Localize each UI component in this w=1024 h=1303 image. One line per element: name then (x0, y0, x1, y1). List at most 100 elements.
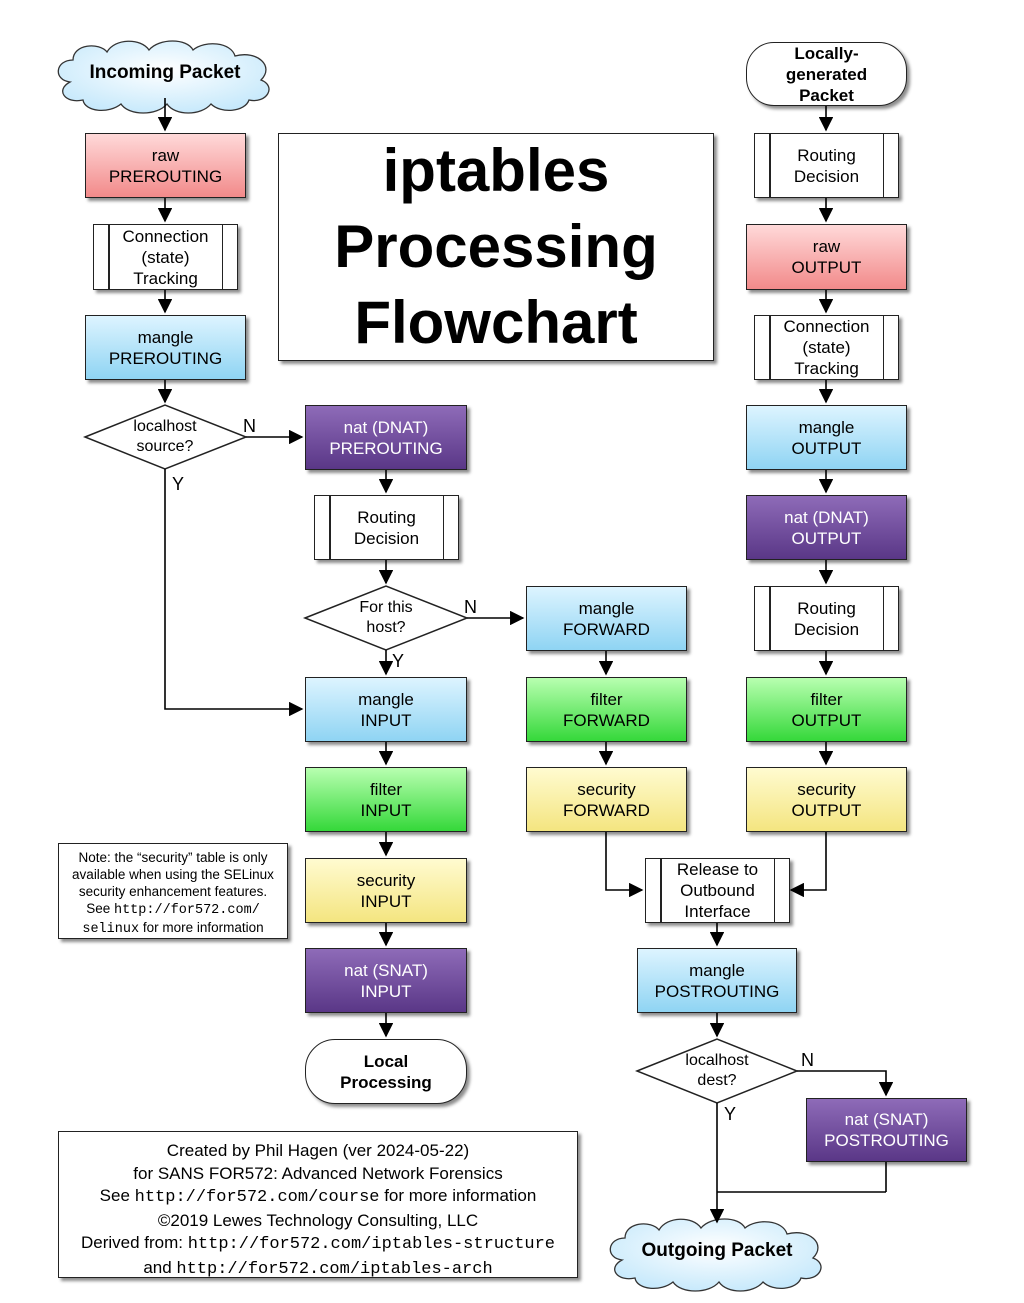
edge-label-n: N (464, 597, 477, 617)
node-line: nat (DNAT) (784, 507, 869, 527)
locally-generated-packet-node: Locally- generated Packet (746, 42, 907, 106)
routing-decision-node-middle: Routing Decision (314, 495, 459, 560)
structure-url-link[interactable]: http://for572.com/iptables-structure (187, 1235, 555, 1254)
mangle-prerouting-node: mangle PREROUTING (85, 315, 246, 380)
title-box: iptables Processing Flowchart (278, 133, 714, 361)
localhost-source-label: localhost source? (105, 417, 225, 457)
node-line: localhost (133, 418, 197, 435)
node-line: Connection (122, 226, 209, 246)
node-line: Routing (357, 507, 416, 527)
note-url[interactable]: selinux (82, 922, 140, 937)
note-line: available when using the SELinux (72, 867, 274, 882)
node-line: PREROUTING (108, 348, 223, 368)
nat-dnat-prerouting-node: nat (DNAT) PREROUTING (305, 405, 467, 470)
node-line: Interface (684, 902, 751, 921)
release-outbound-node: Release to Outbound Interface (645, 858, 790, 923)
credits-line: Derived from: http://for572.com/iptables… (59, 1232, 577, 1257)
node-line: POSTROUTING (824, 1131, 949, 1150)
title-line-3: Flowchart (354, 289, 638, 356)
security-output-node: security OUTPUT (746, 767, 907, 832)
connection-tracking-node-left: Connection (state) Tracking (93, 224, 238, 290)
node-line: FORWARD (563, 710, 650, 730)
credits-line: for SANS FOR572: Advanced Network Forens… (133, 1163, 503, 1183)
note-line: security enhancement features. (78, 884, 268, 899)
note-text: See (86, 901, 114, 916)
routing-decision-node-output-2: Routing Decision (754, 586, 899, 651)
nat-snat-postrouting-node: nat (SNAT) POSTROUTING (806, 1098, 967, 1162)
note-line: Note: the “security” table is only (78, 850, 268, 865)
node-line: localhost (685, 1052, 749, 1069)
edge-label-y: Y (392, 651, 405, 671)
credits-box: Created by Phil Hagen (ver 2024-05-22) f… (58, 1131, 578, 1279)
routing-decision-node-output-1: Routing Decision (754, 133, 899, 198)
for-this-host-label: For this host? (326, 598, 446, 638)
credits-text: for more information (379, 1186, 537, 1205)
node-line: Packet (799, 85, 854, 105)
node-line: Routing (797, 145, 856, 165)
node-line: INPUT (360, 710, 412, 730)
node-line: FORWARD (563, 619, 650, 639)
node-line: Connection (783, 317, 870, 336)
filter-forward-node: filter FORWARD (526, 677, 687, 742)
security-input-node: security INPUT (305, 858, 467, 923)
node-line: security (797, 779, 856, 799)
arch-url-link[interactable]: http://for572.com/iptables-arch (176, 1259, 493, 1279)
node-line: filter (810, 689, 843, 709)
mangle-forward-node: mangle FORWARD (526, 586, 687, 651)
node-line: Routing (797, 598, 856, 618)
node-line: OUTPUT (791, 710, 862, 730)
node-line: dest? (697, 1072, 737, 1089)
node-line: mangle (689, 960, 745, 980)
node-line: source? (136, 438, 194, 455)
node-line: nat (SNAT) (344, 960, 428, 980)
mangle-output-node: mangle OUTPUT (746, 405, 907, 470)
note-text: for more information (139, 920, 264, 935)
node-line: FORWARD (563, 800, 650, 820)
security-forward-node: security FORWARD (526, 767, 687, 832)
node-line: nat (DNAT) (343, 417, 429, 437)
node-line: nat (SNAT) (844, 1110, 929, 1129)
filter-input-node: filter INPUT (305, 767, 467, 832)
node-line: Tracking (794, 359, 859, 378)
node-line: OUTPUT (791, 528, 862, 548)
node-line: INPUT (360, 891, 412, 911)
node-line: (state) (141, 247, 190, 267)
raw-output-node: raw OUTPUT (746, 224, 907, 290)
nat-dnat-output-node: nat (DNAT) OUTPUT (746, 495, 907, 560)
outgoing-cloud-shape (609, 1218, 822, 1292)
edge-label-n: N (801, 1050, 814, 1070)
node-line: Locally- (794, 43, 859, 63)
note-url[interactable]: http://for572.com/ (113, 903, 260, 918)
course-url-link[interactable]: http://for572.com/course (134, 1188, 380, 1207)
node-line: mangle (137, 327, 194, 347)
incoming-packet-label: Incoming Packet (89, 62, 241, 83)
credits-text: See (99, 1186, 135, 1205)
node-line: Processing (340, 1072, 432, 1092)
selinux-note: Note: the “security” table is only avail… (58, 843, 288, 939)
node-line: OUTPUT (791, 800, 862, 820)
nat-snat-input-node: nat (SNAT) INPUT (305, 948, 467, 1013)
node-line: POSTROUTING (654, 981, 780, 1001)
node-line: INPUT (360, 981, 412, 1001)
credits-text: and (143, 1257, 177, 1277)
node-line: filter (369, 779, 403, 799)
credits-line: Created by Phil Hagen (ver 2024-05-22) (166, 1141, 470, 1160)
node-line: mangle (798, 417, 855, 437)
node-line: raw (151, 145, 180, 165)
connection-tracking-node-output: Connection (state) Tracking (754, 315, 899, 380)
credits-line: See http://for572.com/course for more in… (59, 1185, 577, 1210)
edge-label-y: Y (724, 1104, 737, 1124)
edge-label-y: Y (172, 474, 185, 494)
node-line: security (356, 870, 416, 890)
credits-line: ©2019 Lewes Technology Consulting, LLC (157, 1210, 479, 1230)
node-line: For this (359, 599, 413, 616)
mangle-input-node: mangle INPUT (305, 677, 467, 742)
node-line: INPUT (360, 800, 412, 820)
localhost-dest-label: localhost dest? (657, 1051, 777, 1091)
edge-label-n: N (243, 416, 256, 436)
node-line: PREROUTING (108, 166, 223, 186)
arrows (157, 98, 894, 1224)
credits-text: Derived from: (80, 1233, 188, 1252)
